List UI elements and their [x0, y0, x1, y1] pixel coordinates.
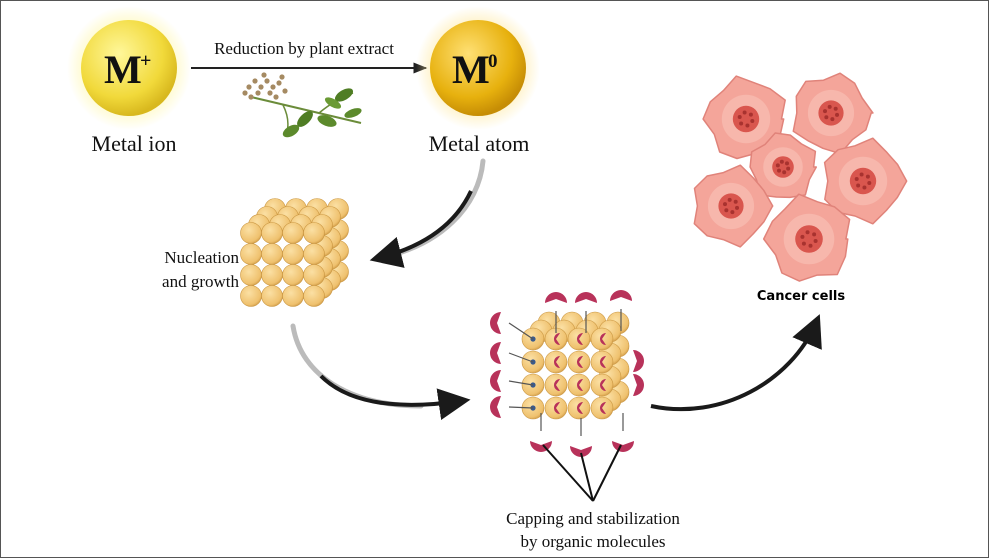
- metal-ion-group: M + Metal ion: [67, 6, 191, 156]
- cancer-cells-cluster: [693, 72, 908, 282]
- metal-atom-sphere: [430, 20, 526, 116]
- metal-atom-symbol: M: [452, 47, 490, 92]
- metal-ion-label: Metal ion: [92, 131, 177, 156]
- capping-label-line2: by organic molecules: [520, 532, 665, 551]
- nucleation-cube: [240, 198, 349, 307]
- arrow-to-capping: [290, 323, 471, 421]
- metal-atom-group: M 0 Metal atom: [416, 6, 540, 156]
- arrow-to-cancer-cells: [650, 314, 822, 412]
- metal-ion-symbol: M: [104, 47, 142, 92]
- capped-nanoparticle: [490, 290, 644, 457]
- nucleation-label-line2: and growth: [162, 272, 239, 291]
- metal-ion-charge: +: [140, 50, 151, 72]
- metal-ion-sphere: [81, 20, 177, 116]
- nucleation-label-line1: Nucleation: [164, 248, 239, 267]
- arrow-to-nucleation: [369, 158, 486, 268]
- metal-atom-label: Metal atom: [429, 131, 530, 156]
- metal-atom-charge: 0: [488, 51, 498, 72]
- cancer-cells-label: Cancer cells: [757, 289, 845, 304]
- plant-extract-icon: [242, 72, 362, 138]
- capping-pointer-lines: [542, 444, 622, 502]
- reduction-label: Reduction by plant extract: [214, 39, 394, 58]
- capping-label-line1: Capping and stabilization: [506, 509, 680, 528]
